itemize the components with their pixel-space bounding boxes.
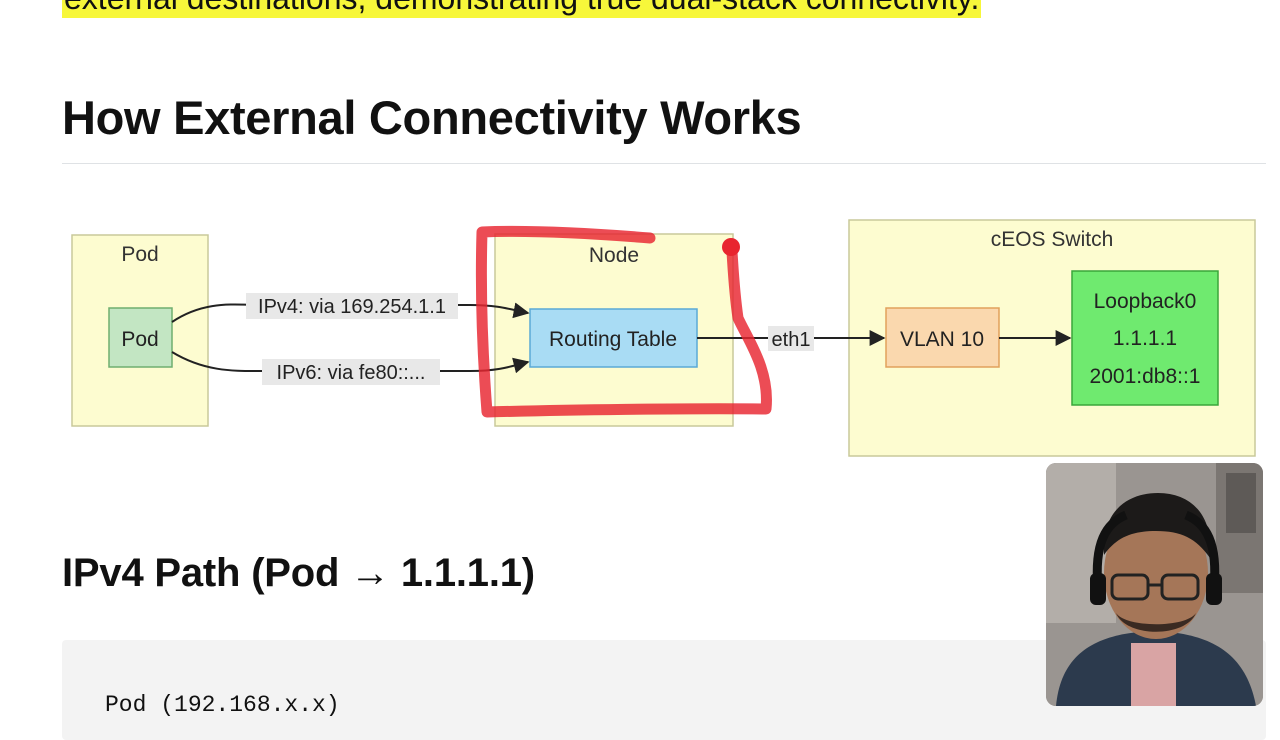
red-annotation-dot	[722, 238, 740, 256]
ipv4-path-heading: IPv4 Path (Pod → 1.1.1.1)	[62, 551, 535, 595]
presenter-webcam-icon	[1046, 463, 1263, 706]
red-annotation-stroke	[475, 225, 772, 418]
ipv4-edge-label-bg	[246, 293, 458, 319]
ipv6-edge-label-bg	[262, 359, 440, 385]
loopback0-node	[1071, 270, 1219, 406]
ipv6-edge	[171, 351, 530, 374]
routing-table-label: Routing Table	[549, 328, 677, 351]
pod-node-label: Pod	[121, 328, 158, 351]
presenter-webcam-overlay	[1046, 463, 1263, 706]
pod-cluster-title: Pod	[121, 243, 158, 266]
heading-divider	[62, 163, 1266, 164]
pod-node	[108, 307, 173, 368]
vlan10-label: VLAN 10	[900, 328, 984, 351]
code-line-pod: Pod (192.168.x.x)	[105, 692, 340, 718]
loopback0-ipv4: 1.1.1.1	[1113, 327, 1177, 350]
page-heading: How External Connectivity Works	[62, 91, 802, 144]
intro-text-highlighted: external destinations, demonstrating tru…	[62, 0, 982, 18]
eth1-edge-label-bg	[768, 326, 814, 351]
vlan10-node	[885, 307, 1000, 368]
eth1-edge-label: eth1	[772, 329, 811, 351]
ipv4-edge-label: IPv4: via 169.254.1.1	[258, 296, 446, 318]
node-cluster-title: Node	[589, 244, 639, 267]
connectivity-diagram: Pod Pod Node Routing Table cEOS Switch V…	[71, 219, 1256, 457]
loopback0-ipv6: 2001:db8::1	[1090, 365, 1201, 388]
ceos-switch-title: cEOS Switch	[991, 228, 1114, 251]
ipv6-edge-label: IPv6: via fe80::...	[277, 362, 426, 384]
loopback0-name: Loopback0	[1094, 290, 1197, 313]
